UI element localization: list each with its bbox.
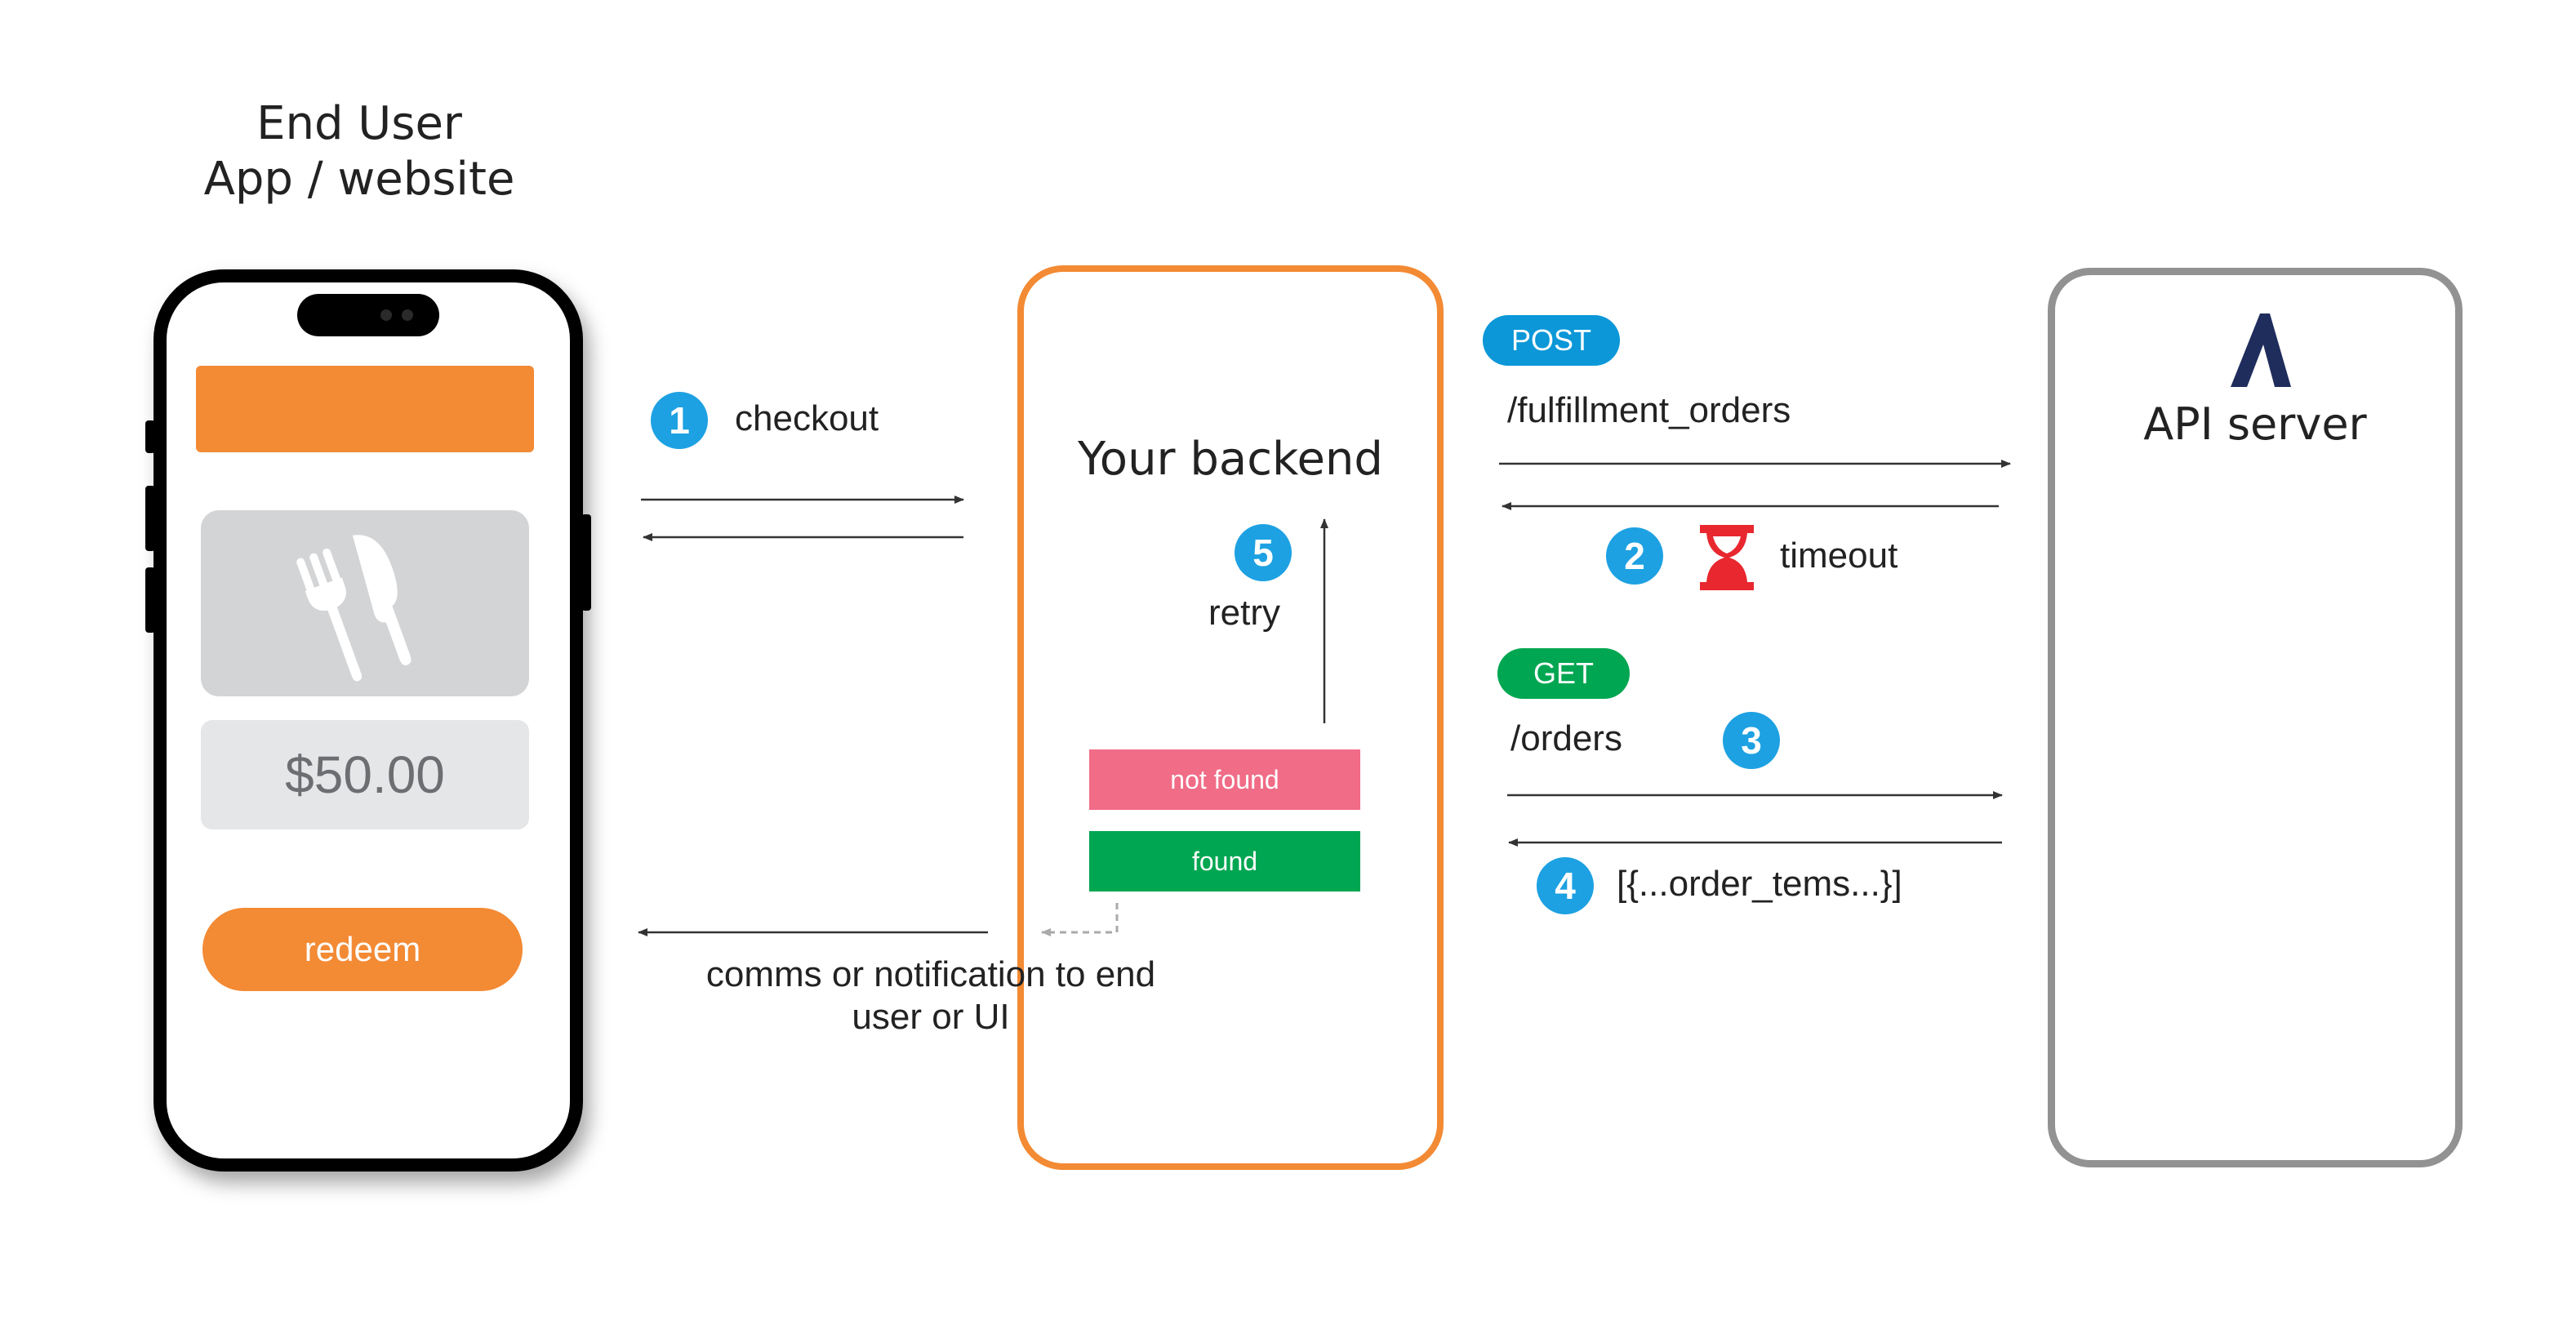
phone-side-button	[145, 486, 155, 551]
api-server-box	[2048, 268, 2463, 1167]
step-3-badge: 3	[1723, 712, 1780, 769]
end-user-title: End User App / website	[114, 96, 604, 207]
step-1-badge: 1	[651, 392, 708, 449]
found-to-notify-connector	[1041, 903, 1119, 936]
end-user-title-line2: App / website	[203, 153, 515, 206]
camera-icon	[402, 309, 413, 321]
phone-notch	[297, 294, 439, 336]
app-header-banner	[196, 366, 534, 452]
api-server-title: API server	[2143, 398, 2367, 450]
comms-label: comms or notification to end user or UI	[705, 954, 1156, 1037]
found-status: found	[1089, 831, 1360, 891]
api-logo-icon	[2231, 313, 2291, 387]
retry-label: retry	[1208, 593, 1280, 633]
redeem-button[interactable]: redeem	[202, 908, 523, 991]
timeout-label: timeout	[1780, 536, 1898, 576]
price-display: $50.00	[201, 720, 529, 829]
backend-box	[1017, 265, 1444, 1170]
product-card[interactable]	[201, 510, 529, 696]
step-4-badge: 4	[1537, 857, 1594, 914]
checkout-label: checkout	[735, 398, 879, 438]
phone-power-button	[581, 514, 591, 611]
end-user-title-line1: End User	[256, 97, 462, 150]
phone-side-button	[145, 567, 155, 633]
phone-side-button	[145, 420, 155, 453]
post-method-badge: POST	[1483, 315, 1620, 366]
post-path-label: /fulfillment_orders	[1507, 390, 1791, 430]
fork-knife-icon	[296, 535, 412, 682]
get-method-badge: GET	[1497, 648, 1630, 699]
not-found-status: not found	[1089, 749, 1360, 810]
camera-icon	[380, 309, 392, 321]
order-items-label: [{...order_tems...}]	[1617, 864, 1902, 904]
backend-title: Your backend	[1078, 433, 1383, 486]
step-5-badge: 5	[1235, 524, 1292, 581]
step-2-badge: 2	[1606, 527, 1663, 585]
get-path-label: /orders	[1510, 718, 1622, 758]
hourglass-icon	[1700, 525, 1754, 590]
